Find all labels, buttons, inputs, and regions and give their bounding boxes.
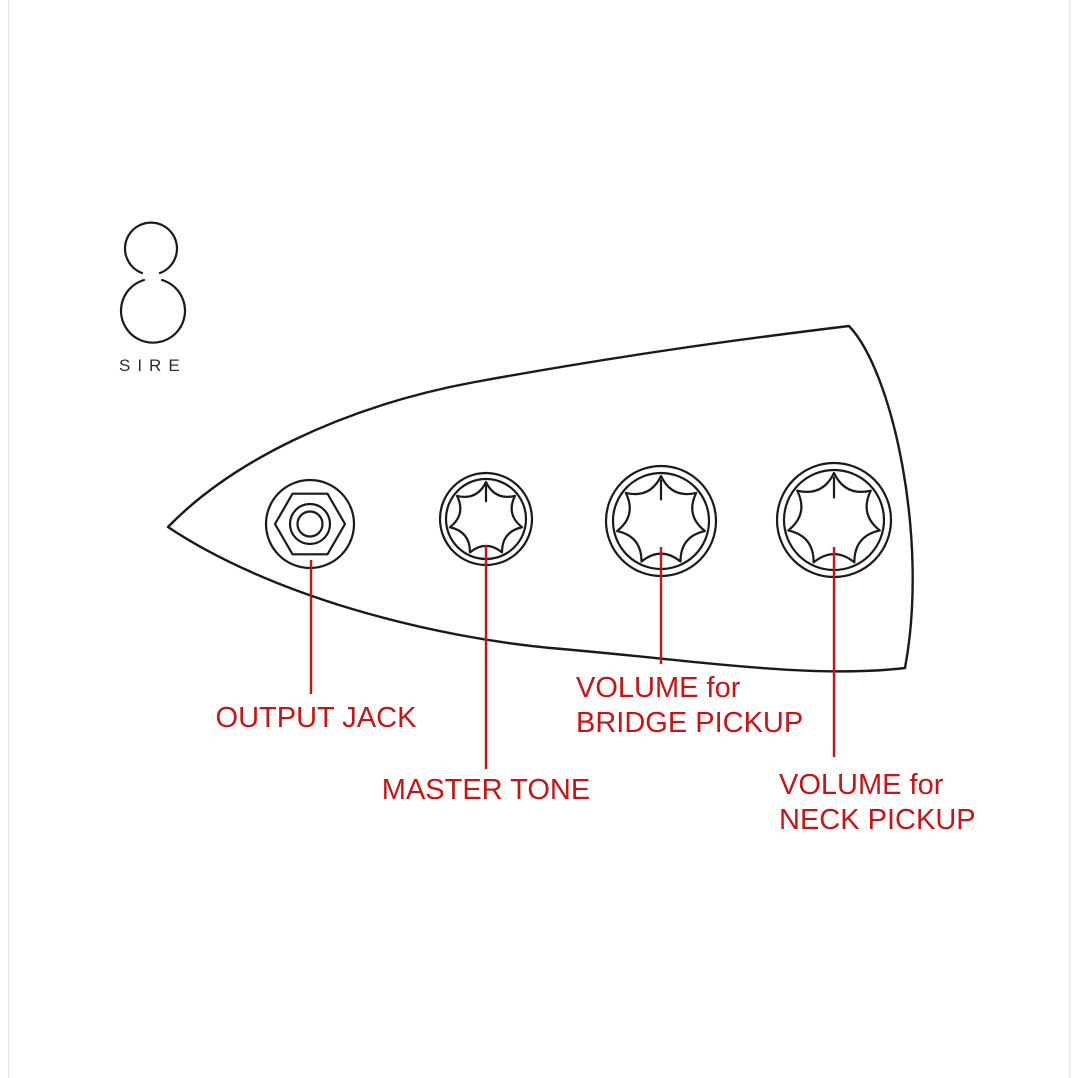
label-neck-volume-line1: VOLUME for: [779, 769, 944, 801]
sire-logo: SIRE: [119, 221, 187, 375]
output-jack-hole: [296, 510, 324, 538]
output-jack-washer: [288, 502, 332, 546]
label-output-jack: OUTPUT JACK: [216, 702, 418, 734]
label-neck-volume-line2: NECK PICKUP: [779, 804, 976, 836]
sire-logo-bottom-loop: [119, 278, 187, 344]
label-master-tone: MASTER TONE: [382, 774, 590, 806]
frame-line-right: [1069, 0, 1070, 1078]
brand-name: SIRE: [119, 356, 187, 375]
label-bridge-volume-line1: VOLUME for: [576, 672, 741, 704]
sire-logo-top-loop: [123, 221, 179, 275]
output-jack-nut: [273, 492, 347, 556]
label-bridge-volume-line2: BRIDGE PICKUP: [576, 707, 803, 739]
frame-line-left: [8, 0, 9, 1078]
